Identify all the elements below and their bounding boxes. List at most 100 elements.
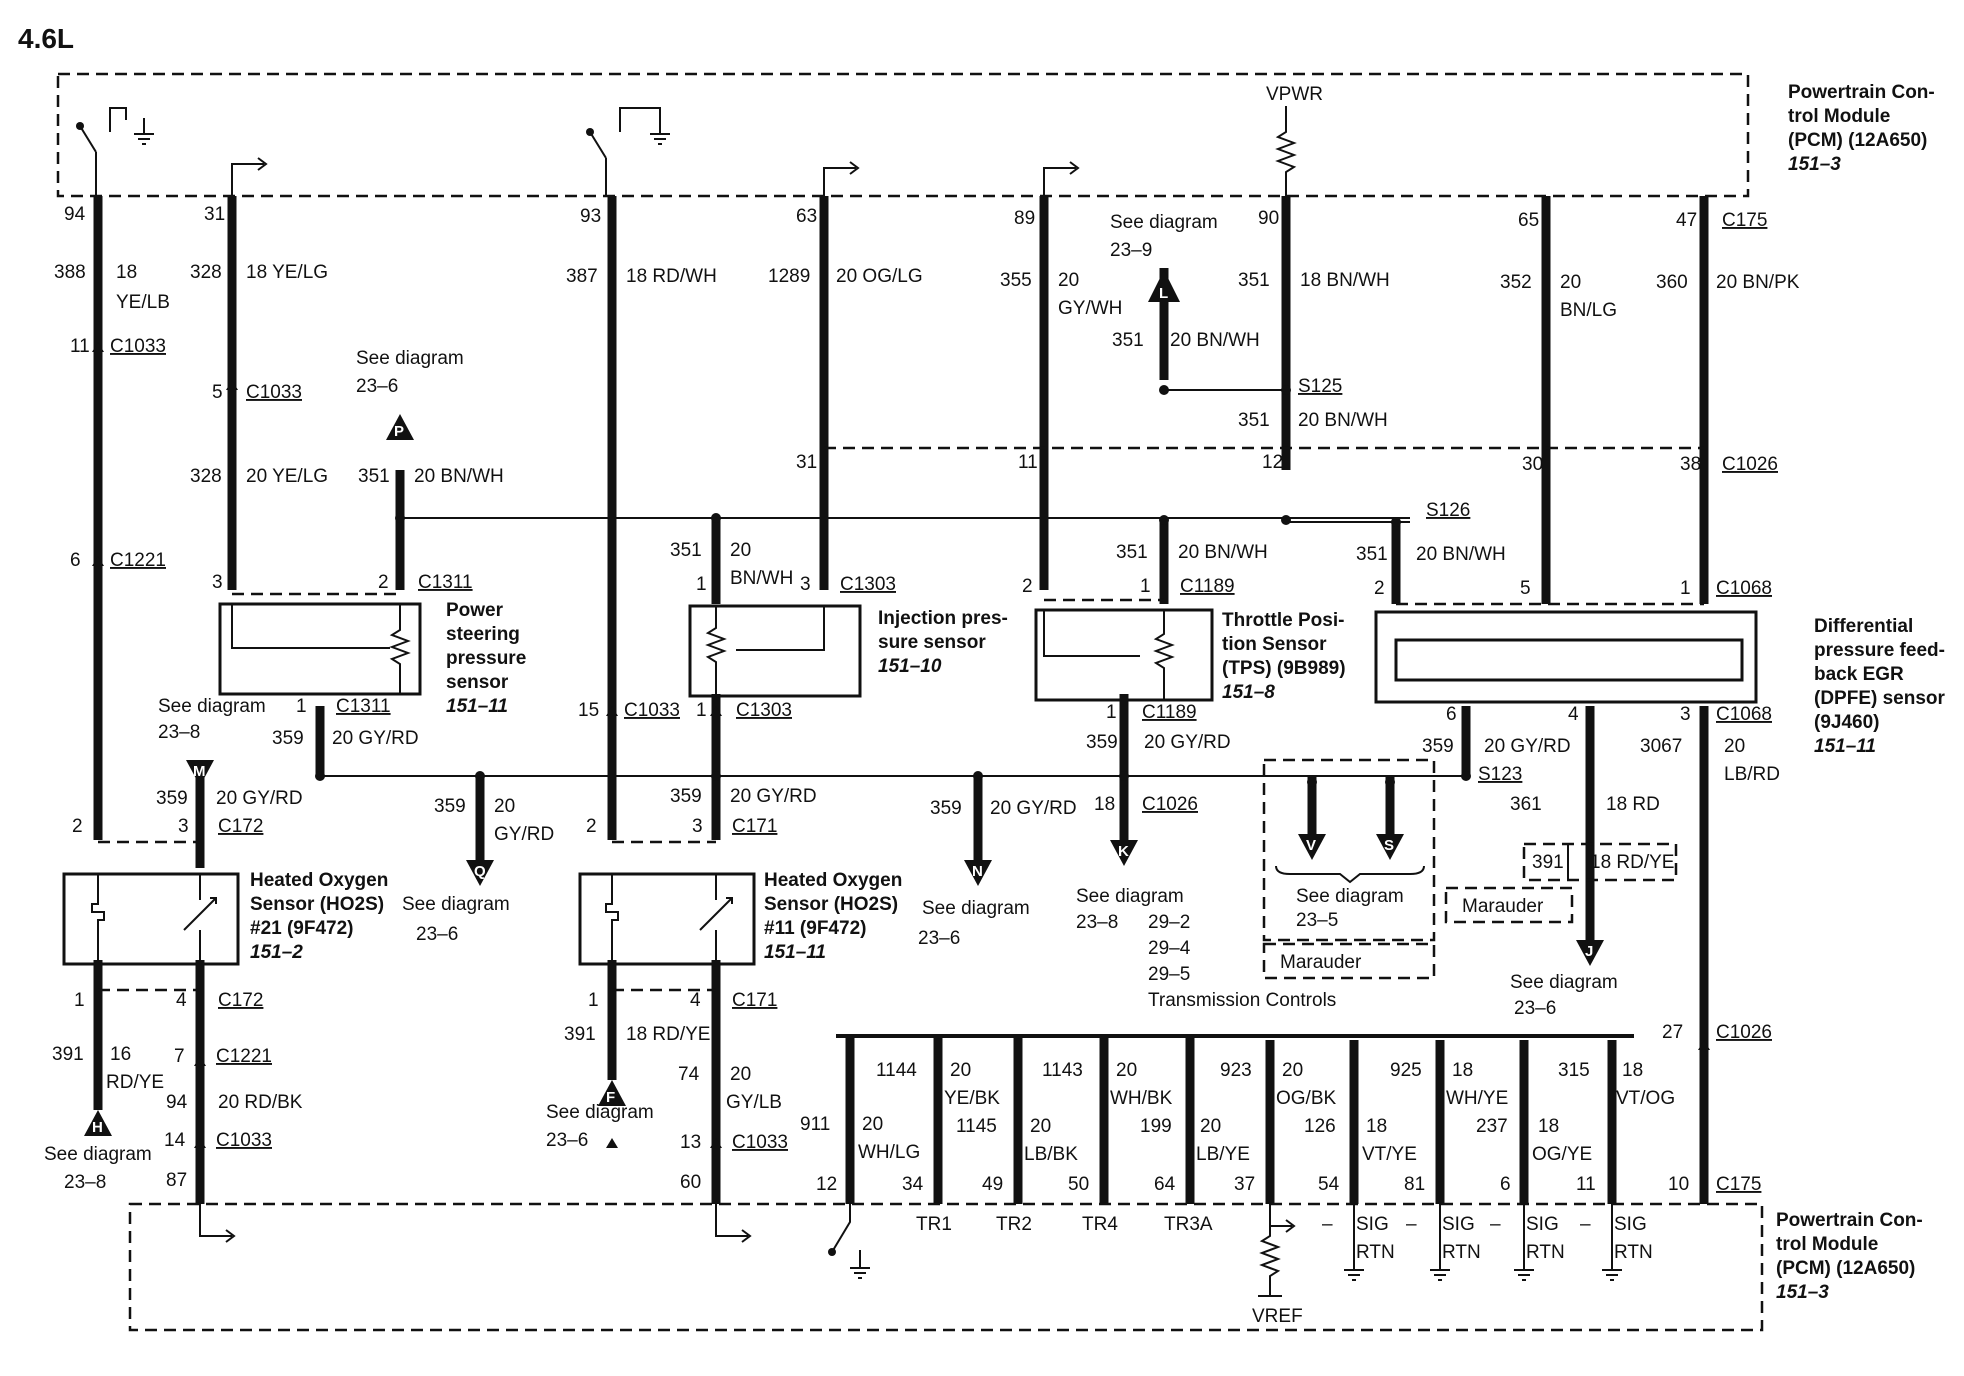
bpin-81: 81 [1404, 1174, 1425, 1195]
wire-1145-size: 20 [1030, 1116, 1051, 1137]
conn-c1303b: C1303 [736, 700, 792, 721]
conn-c1033e: C1033 [732, 1132, 788, 1153]
wire-237-size: 18 [1538, 1116, 1559, 1137]
svg-text:M: M [193, 763, 206, 780]
conn-c171a: C171 [732, 816, 777, 837]
wire-391a-color: RD/YE [106, 1072, 164, 1093]
ps-sensor-label-1: Power [446, 600, 504, 621]
conn-c1033a: C1033 [110, 336, 166, 357]
bottom-switch-icon [828, 1204, 870, 1279]
ho2s11-box [578, 872, 756, 966]
conn-c1221a: C1221 [110, 550, 166, 571]
see-n-1: See diagram [922, 898, 1030, 919]
dash-3: – [1490, 1214, 1501, 1235]
wire-1289: 20 OG/LG [836, 266, 923, 287]
wire-328a: 18 YE/LG [246, 262, 328, 283]
label-rtn-3: RTN [1526, 1242, 1565, 1263]
dpfe-label-5: (9J460) [1814, 712, 1880, 733]
pin-30: 30 [1522, 454, 1543, 475]
ps-sensor-potentiometer-icon [231, 604, 411, 694]
tps-box [1034, 608, 1214, 702]
pcm-top-label-3: (PCM) (12A650) [1788, 130, 1927, 151]
see-j-1: See diagram [1510, 972, 1618, 993]
dash-1: – [1322, 1214, 1333, 1235]
wire-923-size: 20 [1282, 1060, 1303, 1081]
ps-sensor-label-5: 151–11 [446, 696, 508, 717]
see-vs-1: See diagram [1296, 886, 1404, 907]
wire-391a-size: 16 [110, 1044, 131, 1065]
ho2s21-label-3: #21 (9F472) [250, 918, 354, 939]
svg-text:F: F [606, 1089, 615, 1106]
circuit-1144: 1144 [876, 1060, 917, 1081]
vref-label: VREF [1252, 1306, 1303, 1327]
circuit-351b: 351 [1112, 330, 1144, 351]
wire-359f: 20 GY/RD [1484, 736, 1571, 757]
circuit-388: 388 [54, 262, 86, 283]
marker-l-icon: L [1148, 270, 1180, 330]
dpfe-label-1: Differential [1814, 616, 1913, 637]
circuit-355: 355 [1000, 270, 1032, 291]
pcm-bottom-label-1: Powertrain Con- [1776, 1210, 1923, 1231]
pin-3c: 3 [1680, 704, 1691, 725]
conn-c1033d: C1033 [216, 1130, 272, 1151]
connector-dashes [98, 446, 1704, 992]
wire-355-size: 20 [1058, 270, 1079, 291]
conn-c1311b: C1311 [336, 696, 391, 717]
pin-1a: 1 [296, 696, 307, 717]
wire-361: 18 RD [1606, 794, 1660, 815]
marker-f-icon: F [598, 1080, 626, 1106]
pin-60: 60 [680, 1172, 701, 1193]
bpin-12: 12 [816, 1174, 837, 1195]
label-tr3a: TR3A [1164, 1214, 1213, 1235]
pin-5: 5 [212, 382, 223, 403]
bpin-49: 49 [982, 1174, 1003, 1195]
pin-2b: 2 [1022, 576, 1033, 597]
wire-126-size: 18 [1366, 1116, 1387, 1137]
wire-351d: 20 BN/WH [414, 466, 504, 487]
wire-391b: 18 RD/YE [626, 1024, 710, 1045]
pin-1c: 1 [1140, 576, 1151, 597]
wire-328b: 20 YE/LG [246, 466, 328, 487]
bpin-64: 64 [1154, 1174, 1176, 1195]
pin-14: 14 [164, 1130, 186, 1151]
conn-c1033b: C1033 [246, 382, 302, 403]
main-wires [93, 196, 1709, 1204]
tps-label-3: (TPS) (9B989) [1222, 658, 1346, 679]
bpin-54: 54 [1318, 1174, 1340, 1195]
marker-m-icon: M [186, 760, 214, 786]
pin-15: 15 [578, 700, 599, 721]
label-rtn-1: RTN [1356, 1242, 1395, 1263]
conn-c1026b: C1026 [1142, 794, 1198, 815]
wire-352-color: BN/LG [1560, 300, 1617, 321]
inj-sensor-label-3: 151–10 [878, 656, 942, 677]
wire-3067-color: LB/RD [1724, 764, 1780, 785]
pin-4b: 4 [1568, 704, 1579, 725]
pin-3a: 3 [212, 572, 223, 593]
pin-3e: 3 [692, 816, 703, 837]
pin-3b: 3 [800, 574, 811, 595]
conn-c171b: C171 [732, 990, 777, 1011]
pin-12: 12 [1262, 452, 1283, 473]
wire-351g: 20 BN/WH [1416, 544, 1506, 565]
wire-388-size: 18 [116, 262, 137, 283]
conn-c1221b: C1221 [216, 1046, 272, 1067]
ground-flag-icon [231, 157, 1080, 196]
marauder-label-2: Marauder [1462, 896, 1544, 917]
wire-1143-size: 20 [1116, 1060, 1137, 1081]
pin-1f: 1 [74, 990, 85, 1011]
wire-923-color: OG/BK [1276, 1088, 1337, 1109]
see-p-2: 23–6 [356, 376, 398, 397]
ho2s21-heater-icon [91, 874, 217, 964]
circuit-1143: 1143 [1042, 1060, 1083, 1081]
dpfe-label-4: (DPFE) sensor [1814, 688, 1946, 709]
conn-c1303a: C1303 [840, 574, 896, 595]
pin-4f: 4 [176, 990, 187, 1011]
dpfe-box [1374, 610, 1758, 704]
circuit-126: 126 [1304, 1116, 1336, 1137]
wire-94: 20 RD/BK [218, 1092, 303, 1113]
pin-5c: 5 [1520, 578, 1531, 599]
ho2s21-label-4: 151–2 [250, 942, 303, 963]
circuit-360: 360 [1656, 272, 1688, 293]
svg-text:S: S [1384, 837, 1394, 854]
circuit-237: 237 [1476, 1116, 1508, 1137]
